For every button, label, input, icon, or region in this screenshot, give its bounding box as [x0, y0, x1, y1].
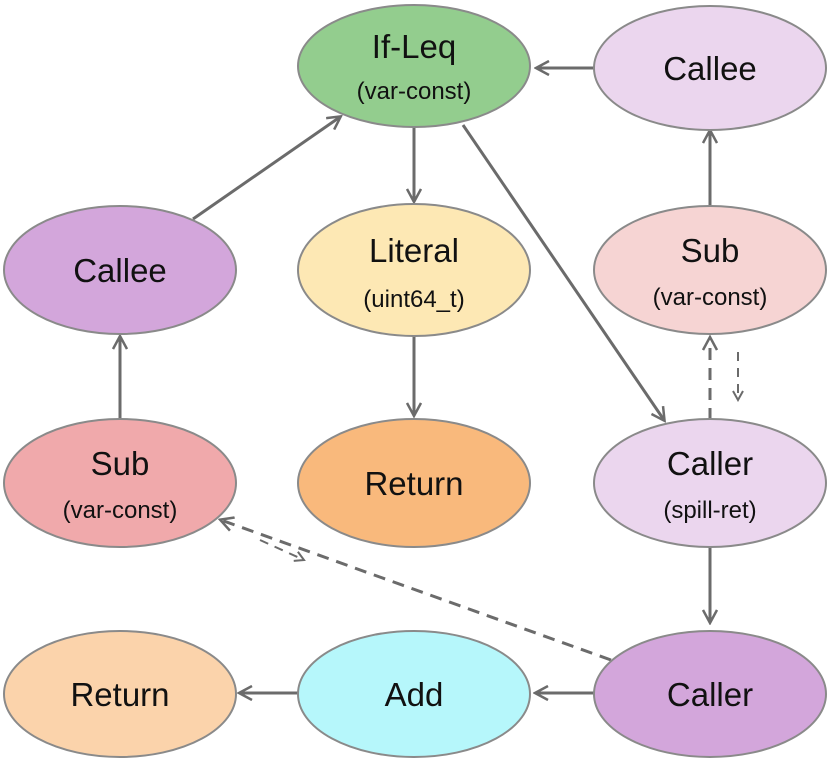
edge-callee-left-to-if-leq	[192, 117, 340, 221]
node-literal: Literal (uint64_t)	[297, 203, 531, 337]
node-shape	[297, 4, 531, 128]
node-title: Literal	[369, 232, 459, 269]
node-title: Sub	[681, 232, 740, 269]
node-shape	[593, 418, 827, 548]
node-sub-right: Sub (var-const)	[593, 205, 827, 335]
node-title: Caller	[667, 445, 753, 482]
node-subtitle: (uint64_t)	[363, 286, 464, 313]
node-title: Return	[70, 676, 169, 713]
edges	[120, 68, 738, 693]
node-title: Add	[385, 676, 444, 713]
node-caller-bottom: Caller	[593, 630, 827, 758]
node-title: Callee	[73, 252, 167, 289]
node-shape	[3, 630, 237, 758]
node-title: Callee	[663, 50, 757, 87]
node-return-bottom: Return	[3, 630, 237, 758]
node-subtitle: (var-const)	[63, 497, 178, 524]
node-return-mid: Return	[297, 418, 531, 548]
node-shape	[297, 418, 531, 548]
node-sub-left: Sub (var-const)	[3, 418, 237, 548]
node-shape	[593, 5, 827, 131]
node-add: Add	[297, 630, 531, 758]
node-shape	[3, 418, 237, 548]
node-callee-left: Callee	[3, 205, 237, 335]
node-shape	[297, 203, 531, 337]
node-subtitle: (var-const)	[653, 284, 768, 311]
node-callee-top: Callee	[593, 5, 827, 131]
node-shape	[593, 205, 827, 335]
node-title: Caller	[667, 676, 753, 713]
node-caller-spill: Caller (spill-ret)	[593, 418, 827, 548]
node-subtitle: (var-const)	[357, 78, 472, 105]
node-title: Sub	[91, 445, 150, 482]
node-if-leq: If-Leq (var-const)	[297, 4, 531, 128]
node-title: Return	[364, 465, 463, 502]
edge-sub-left-to-caller-bottom	[259, 539, 304, 560]
node-title: If-Leq	[372, 28, 456, 65]
node-subtitle: (spill-ret)	[663, 497, 756, 524]
node-shape	[593, 630, 827, 758]
edge-caller-bottom-to-sub-left	[221, 520, 612, 662]
node-shape	[3, 205, 237, 335]
edge-if-leq-to-caller-spill	[461, 124, 664, 420]
node-shape	[297, 630, 531, 758]
